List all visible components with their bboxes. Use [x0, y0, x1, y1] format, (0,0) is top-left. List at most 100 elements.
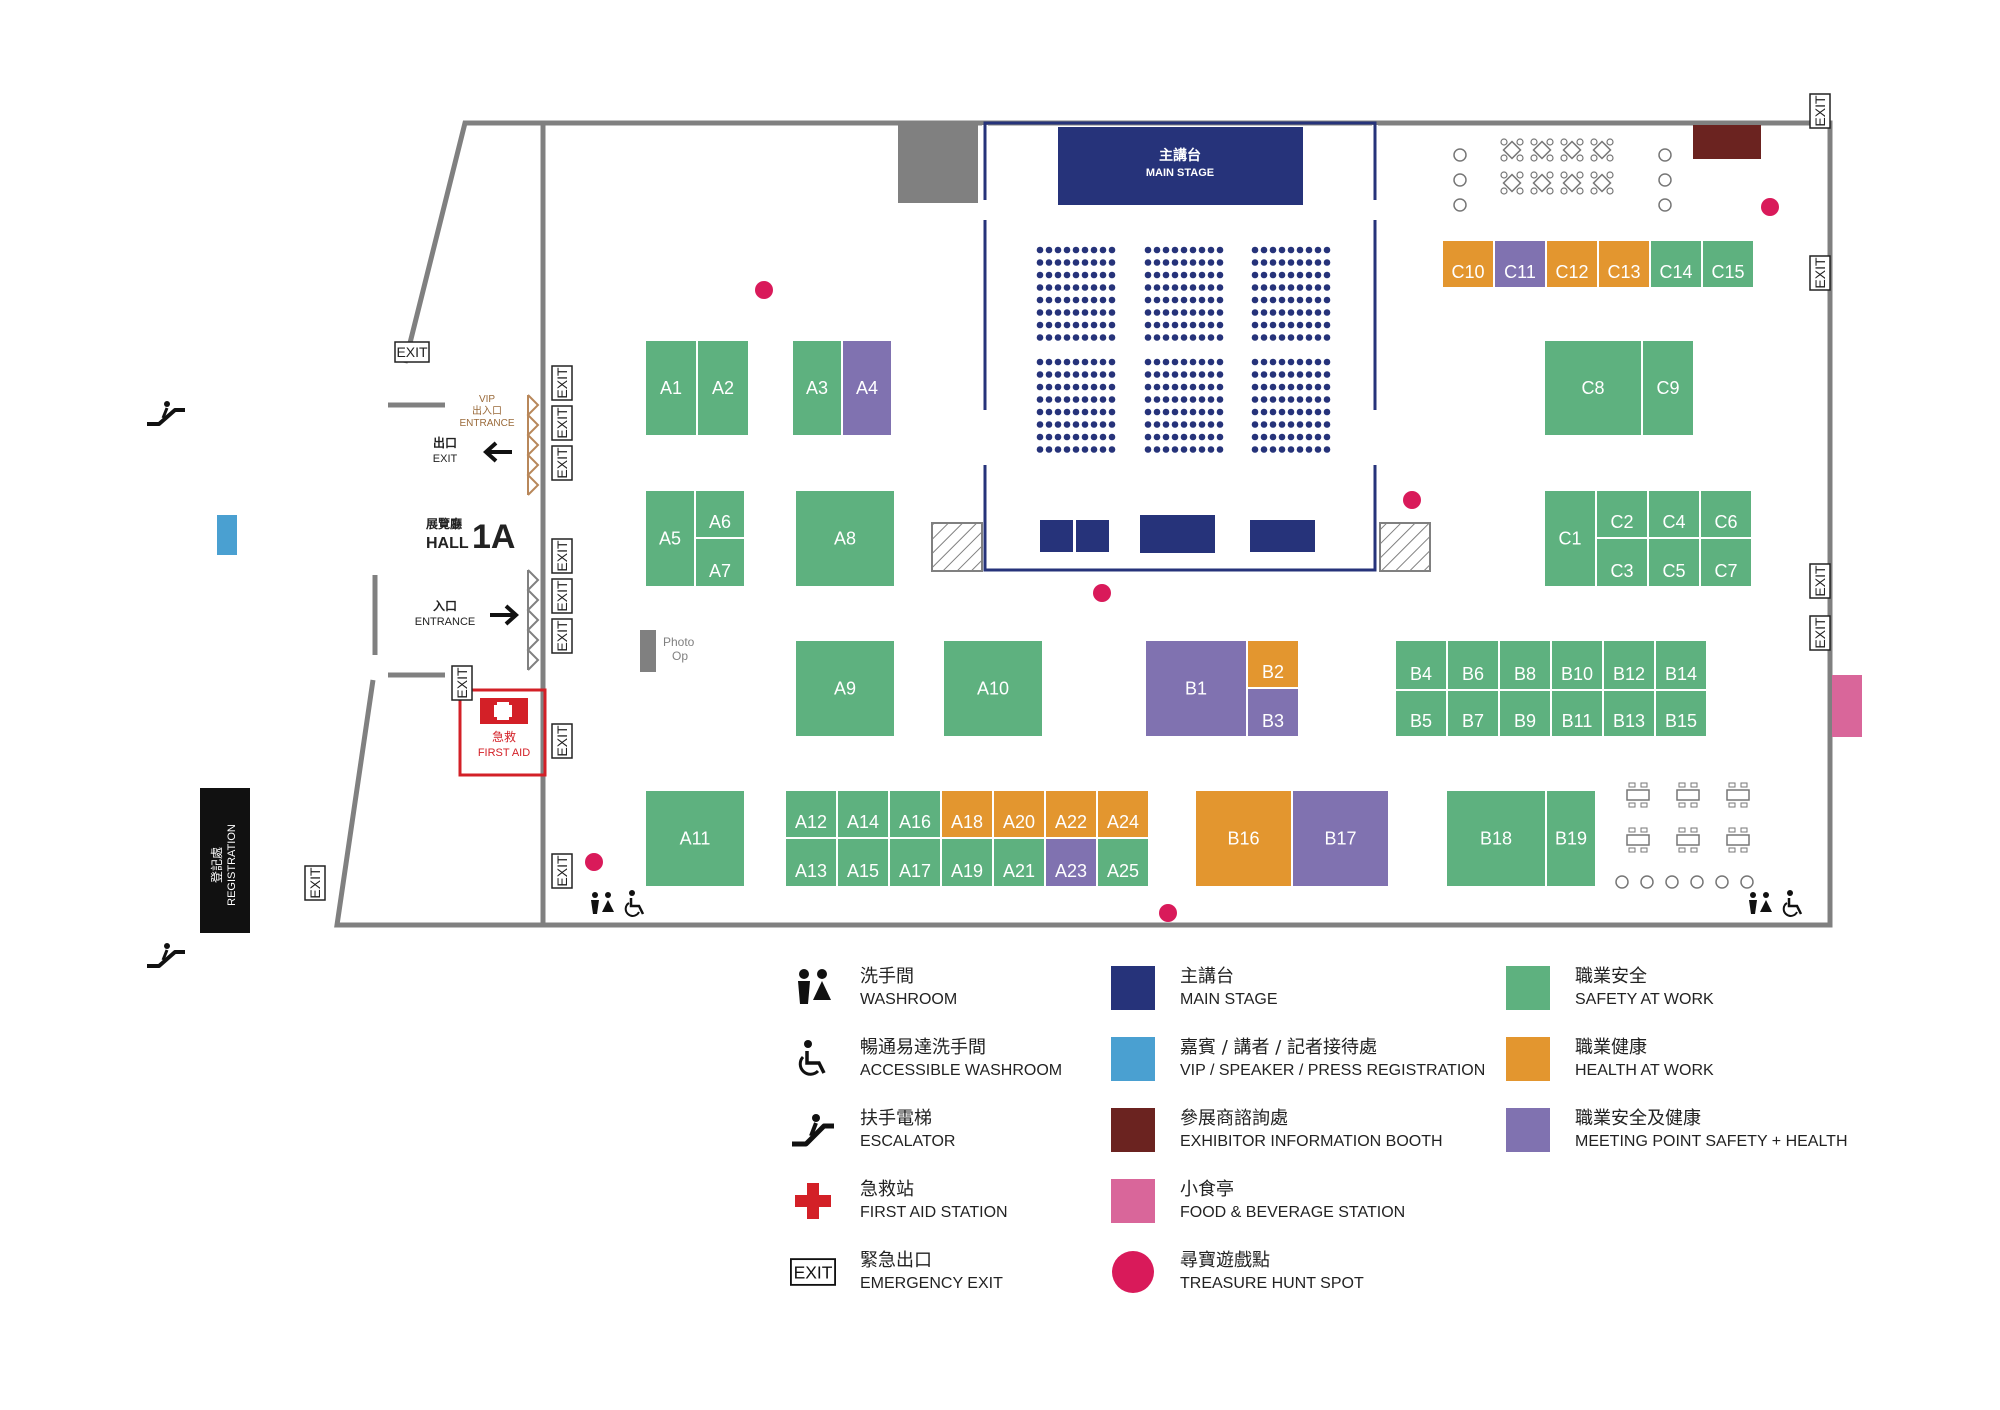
booth-c12[interactable]: C12: [1545, 239, 1599, 289]
exhibitor-info-booth[interactable]: [1693, 125, 1761, 159]
booth-b15[interactable]: B15: [1654, 689, 1708, 738]
booth-c8[interactable]: C8: [1543, 339, 1643, 437]
seat: [1063, 421, 1071, 428]
seat: [1081, 321, 1089, 329]
seat: [1144, 334, 1152, 341]
booth-a22[interactable]: A22: [1044, 789, 1098, 839]
booth-a15[interactable]: A15: [836, 837, 890, 888]
booth-c10[interactable]: C10: [1441, 239, 1495, 289]
main-stage: [1058, 127, 1303, 205]
treasure-spot[interactable]: [585, 853, 603, 871]
booth-c13[interactable]: C13: [1597, 239, 1651, 289]
seat: [1054, 284, 1062, 291]
booth-b16[interactable]: B16: [1194, 789, 1293, 888]
booth-a10[interactable]: A10: [942, 639, 1044, 738]
booth-b1[interactable]: B1: [1144, 639, 1248, 738]
booth-b8[interactable]: B8: [1498, 639, 1552, 691]
booth-a21[interactable]: A21: [992, 837, 1046, 888]
legend-label-zh: 扶手電梯: [860, 1108, 932, 1129]
booth-label: B19: [1555, 829, 1587, 849]
booth-a20[interactable]: A20: [992, 789, 1046, 839]
registration-desk[interactable]: [200, 788, 250, 933]
seat: [1153, 284, 1161, 291]
booth-a8[interactable]: A8: [794, 489, 896, 588]
booth-a9[interactable]: A9: [794, 639, 896, 738]
svg-text:EXIT: EXIT: [554, 447, 570, 479]
booth-b3[interactable]: B3: [1246, 687, 1300, 738]
booth-b9[interactable]: B9: [1498, 689, 1552, 738]
booth-a14[interactable]: A14: [836, 789, 890, 839]
booth-c9[interactable]: C9: [1641, 339, 1695, 437]
booth-a12[interactable]: A12: [784, 789, 838, 839]
booth-b11[interactable]: B11: [1550, 689, 1604, 738]
booth-a6[interactable]: A6: [694, 489, 746, 539]
booth-b7[interactable]: B7: [1446, 689, 1500, 738]
seat: [1251, 309, 1259, 316]
booth-label: B14: [1665, 664, 1697, 684]
seat: [1251, 433, 1259, 441]
booth-b2[interactable]: B2: [1246, 639, 1300, 689]
booth-a19[interactable]: A19: [940, 837, 994, 888]
seat: [1099, 284, 1107, 291]
booth-a25[interactable]: A25: [1096, 837, 1150, 888]
treasure-spot[interactable]: [1093, 584, 1111, 602]
booth-a11[interactable]: A11: [644, 789, 746, 888]
seat: [1314, 433, 1322, 441]
seat: [1207, 421, 1215, 428]
seat: [1251, 446, 1259, 453]
booth-b19[interactable]: B19: [1545, 789, 1597, 888]
food-beverage-station[interactable]: [1832, 675, 1862, 737]
booth-b13[interactable]: B13: [1602, 689, 1656, 738]
booth-a1[interactable]: A1: [644, 339, 698, 437]
booth-c2[interactable]: C2: [1595, 489, 1649, 539]
booth-a17[interactable]: A17: [888, 837, 942, 888]
booth-a23[interactable]: A23: [1044, 837, 1098, 888]
booth-b10[interactable]: B10: [1550, 639, 1604, 691]
booth-a2[interactable]: A2: [696, 339, 750, 437]
booth-b12[interactable]: B12: [1602, 639, 1656, 691]
seat: [1189, 271, 1197, 279]
booth-c1[interactable]: C1: [1543, 489, 1597, 588]
booth-a18[interactable]: A18: [940, 789, 994, 839]
treasure-spot[interactable]: [1761, 198, 1779, 216]
booth-c15[interactable]: C15: [1701, 239, 1755, 289]
booth-b17[interactable]: B17: [1291, 789, 1390, 888]
booth-b14[interactable]: B14: [1654, 639, 1708, 691]
seat: [1099, 446, 1107, 453]
seat: [1269, 334, 1277, 341]
booth-b4[interactable]: B4: [1394, 639, 1448, 691]
first-aid-room[interactable]: 急救 FIRST AID: [458, 688, 547, 777]
booth-a13[interactable]: A13: [784, 837, 838, 888]
booth-a3[interactable]: A3: [791, 339, 843, 437]
seat: [1269, 296, 1277, 304]
treasure-spot[interactable]: [1403, 491, 1421, 509]
seat: [1287, 358, 1295, 366]
booth-c11[interactable]: C11: [1493, 239, 1547, 289]
treasure-spot[interactable]: [755, 281, 773, 299]
booth-c4[interactable]: C4: [1647, 489, 1701, 539]
booth-c3[interactable]: C3: [1595, 537, 1649, 588]
seat: [1260, 446, 1268, 453]
booth-c14[interactable]: C14: [1649, 239, 1703, 289]
booth-c6[interactable]: C6: [1699, 489, 1753, 539]
booth-c7[interactable]: C7: [1699, 537, 1753, 588]
booth-b18[interactable]: B18: [1445, 789, 1547, 888]
legend-symbol: [1110, 1107, 1156, 1153]
seat: [1323, 309, 1331, 316]
booth-a24[interactable]: A24: [1096, 789, 1150, 839]
booth-shape: [696, 339, 750, 437]
vip-registration-desk[interactable]: [217, 515, 237, 555]
seat: [1063, 309, 1071, 316]
booth-c5[interactable]: C5: [1647, 537, 1701, 588]
seat: [1036, 284, 1044, 291]
treasure-spot[interactable]: [1159, 904, 1177, 922]
booth-a16[interactable]: A16: [888, 789, 942, 839]
seat: [1323, 321, 1331, 329]
booth-a4[interactable]: A4: [841, 339, 893, 437]
booth-a7[interactable]: A7: [694, 537, 746, 588]
booth-a5[interactable]: A5: [644, 489, 696, 588]
seat: [1296, 259, 1304, 266]
seat: [1144, 284, 1152, 291]
booth-b6[interactable]: B6: [1446, 639, 1500, 691]
booth-b5[interactable]: B5: [1394, 689, 1448, 738]
